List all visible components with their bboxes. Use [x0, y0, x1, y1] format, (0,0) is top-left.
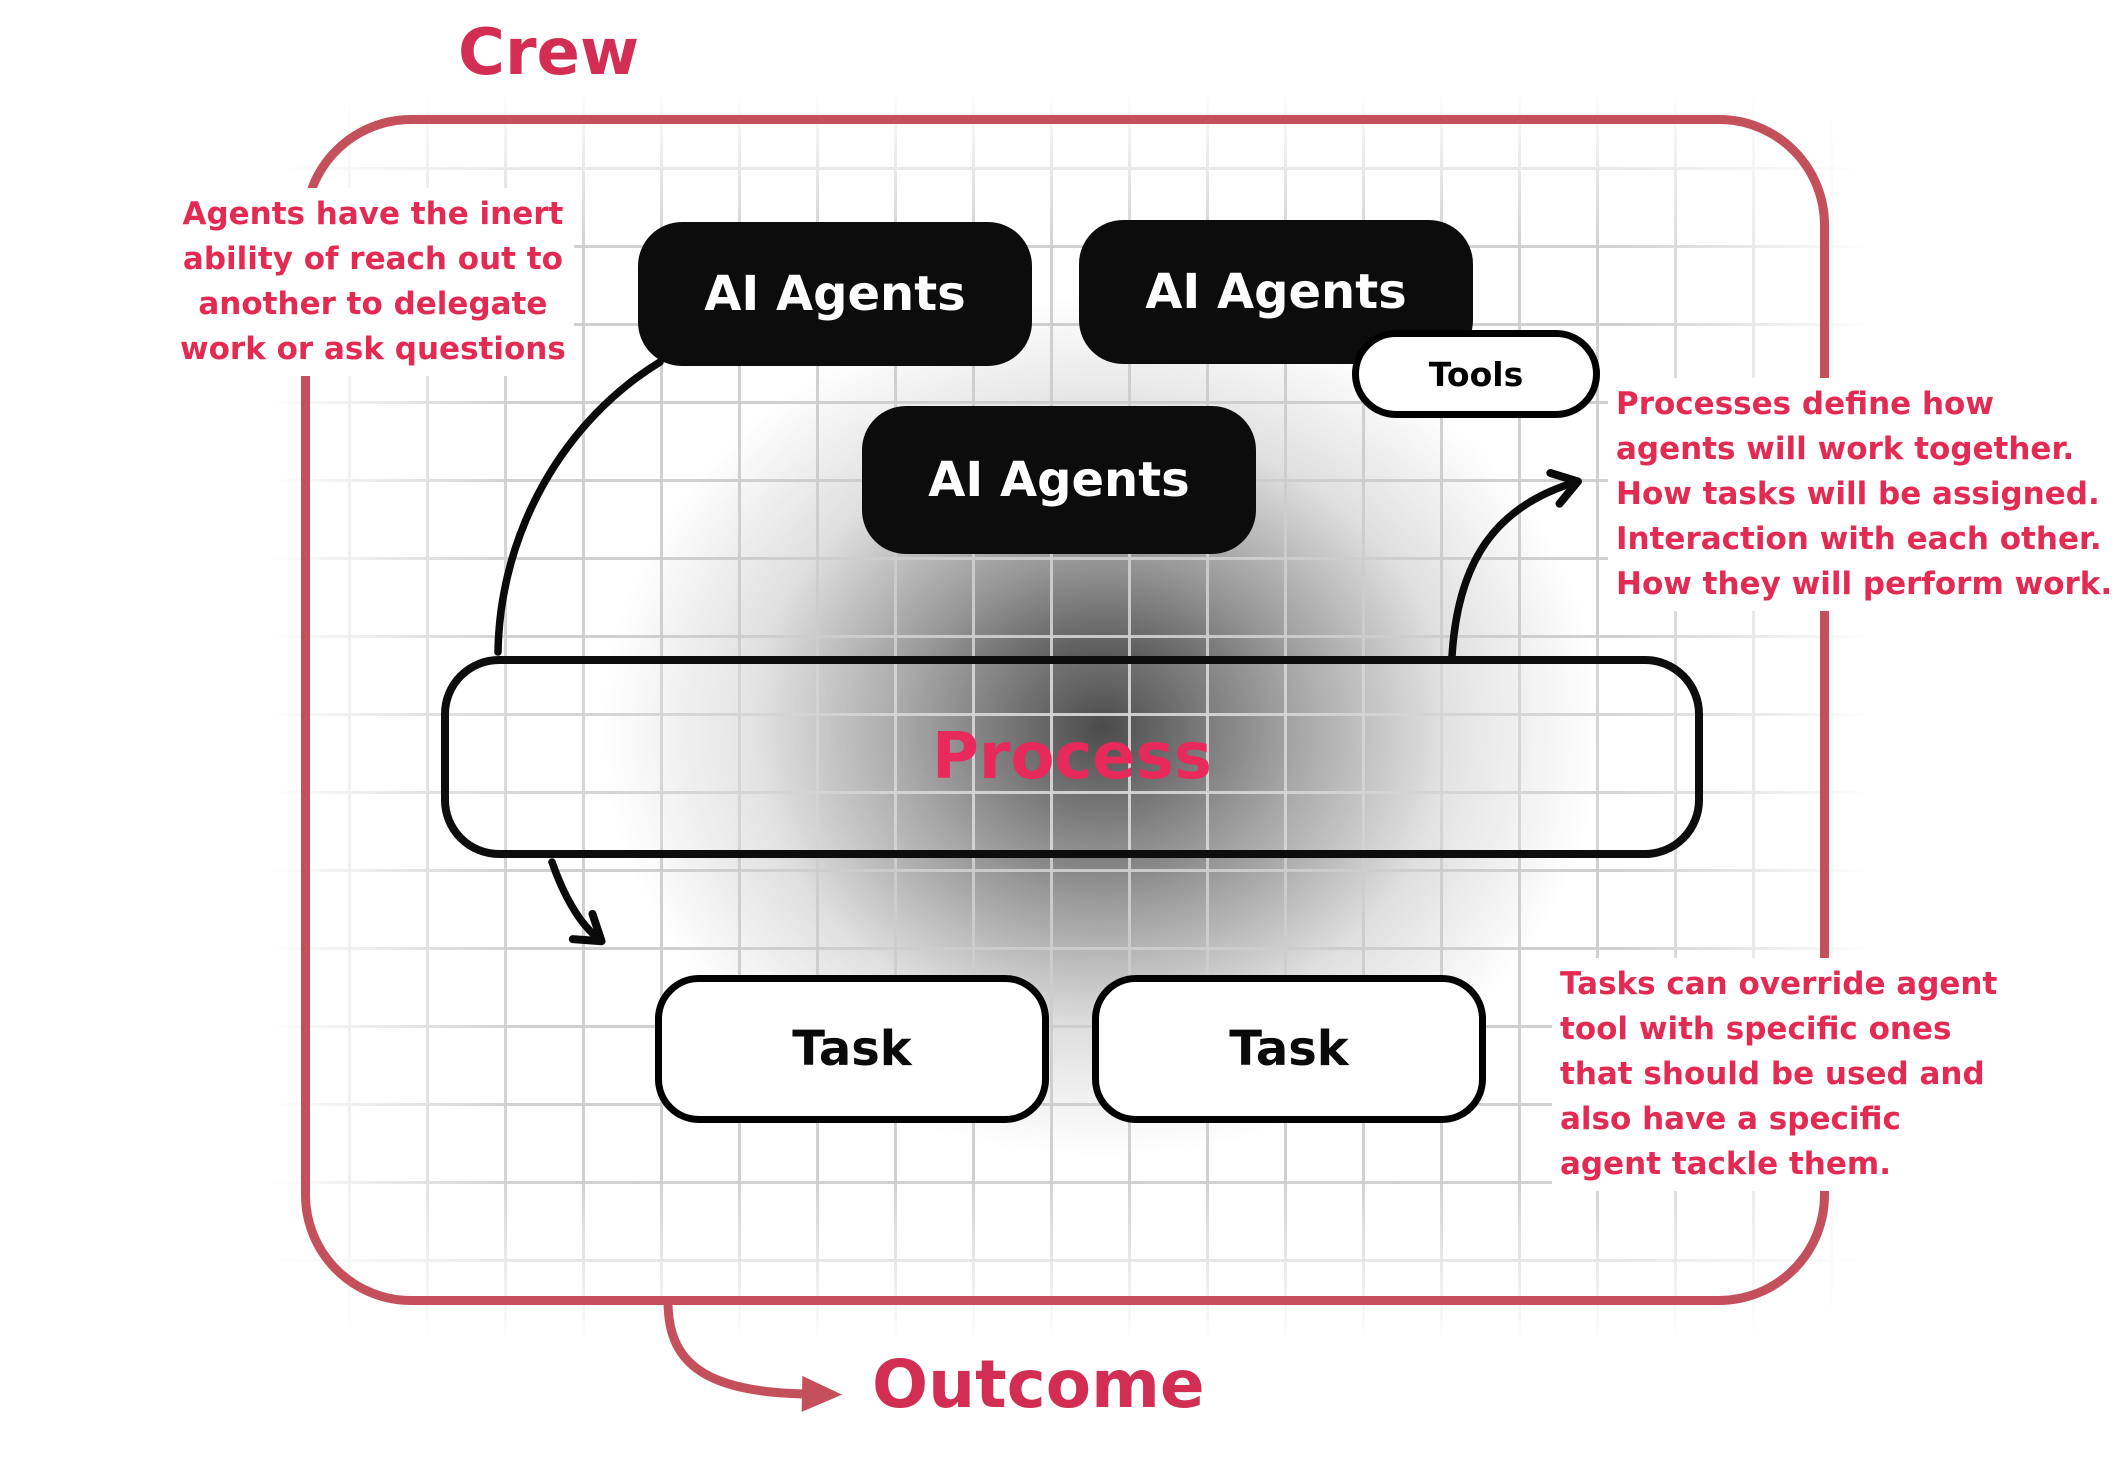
annotation-task-override: Tasks can override agent tool with speci…: [1552, 958, 2006, 1191]
crew-boundary-border: [301, 115, 1829, 1305]
ai-agents-label: AI Agents: [928, 452, 1190, 508]
ai-agents-box-1: AI Agents: [638, 222, 1032, 366]
tools-label: Tools: [1428, 354, 1524, 394]
annotation-agents-delegate: Agents have the inert ability of reach o…: [172, 188, 574, 376]
tools-pill: Tools: [1352, 330, 1600, 418]
task-label: Task: [792, 1021, 912, 1077]
process-label: Process: [932, 720, 1212, 794]
outcome-label: Outcome: [872, 1346, 1205, 1423]
ai-agents-box-3: AI Agents: [862, 406, 1256, 554]
crew-title: Crew: [458, 16, 640, 90]
ai-agents-label: AI Agents: [704, 266, 966, 322]
task-box-2: Task: [1092, 975, 1486, 1123]
task-label: Task: [1229, 1021, 1349, 1077]
ai-agents-label: AI Agents: [1145, 264, 1407, 320]
task-box-1: Task: [655, 975, 1049, 1123]
process-box: Process: [441, 656, 1703, 858]
annotation-process-definition: Processes define how agents will work to…: [1608, 378, 2121, 611]
